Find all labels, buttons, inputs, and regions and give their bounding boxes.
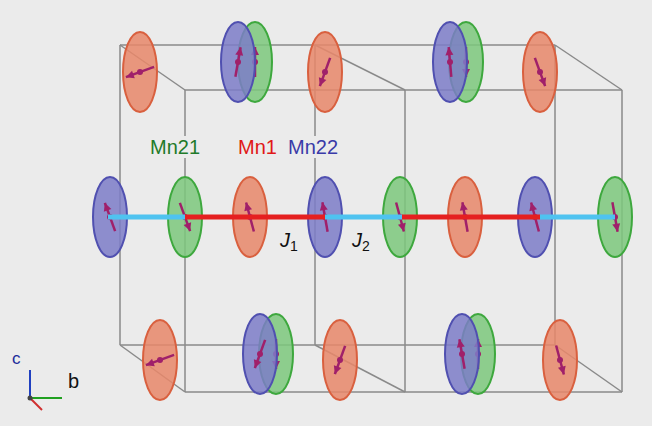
spin-arrowhead bbox=[460, 202, 468, 211]
spin-arrowhead bbox=[529, 203, 537, 212]
spin-arrowhead bbox=[558, 366, 566, 375]
mn-atom bbox=[235, 59, 241, 65]
spin-ellipse bbox=[123, 32, 157, 112]
spin-arrowhead bbox=[398, 223, 406, 232]
exchange-label: J2 bbox=[350, 229, 372, 255]
spin-arrowhead bbox=[612, 223, 620, 232]
exchange-label: J1 bbox=[278, 229, 300, 255]
mn-atom bbox=[557, 357, 563, 363]
spin-arrowhead bbox=[539, 77, 547, 86]
spin-arrowhead bbox=[126, 71, 135, 79]
spin-ellipse bbox=[543, 320, 577, 400]
spin-ellipse bbox=[308, 32, 342, 112]
mn-atom bbox=[157, 357, 163, 363]
spin-arrowhead bbox=[235, 47, 243, 56]
spin-arrowhead bbox=[334, 365, 342, 374]
axis-label: b bbox=[66, 370, 81, 392]
mn-atom bbox=[337, 357, 343, 363]
spin-arrowhead bbox=[184, 222, 192, 231]
site-label: Mn22 bbox=[286, 136, 340, 158]
spin-ellipse bbox=[433, 22, 467, 102]
mn-atom bbox=[447, 59, 453, 65]
site-label: Mn1 bbox=[236, 136, 279, 158]
spin-ellipse bbox=[221, 22, 255, 102]
mn-atom bbox=[257, 351, 263, 357]
mn-atom bbox=[137, 69, 143, 75]
axis-label: c bbox=[10, 350, 23, 369]
spin-arrowhead bbox=[320, 202, 328, 211]
spin-arrowhead bbox=[146, 359, 155, 367]
axis-triad bbox=[28, 370, 63, 410]
spin-arrowhead bbox=[254, 359, 262, 368]
exchange-chain bbox=[108, 215, 615, 220]
spin-arrowhead bbox=[457, 339, 465, 348]
spin-arrowhead bbox=[319, 77, 327, 86]
mn-atom bbox=[537, 69, 543, 75]
spin-arrowhead bbox=[445, 47, 453, 55]
spin-arrowhead bbox=[104, 203, 112, 212]
mn-atom bbox=[322, 69, 328, 75]
spin-ellipses bbox=[93, 22, 632, 400]
spin-arrowhead bbox=[244, 203, 252, 212]
spin-ellipse bbox=[143, 320, 177, 400]
spin-ellipse bbox=[323, 320, 357, 400]
spin-ellipse bbox=[243, 314, 277, 394]
spin-ellipse bbox=[445, 314, 479, 394]
site-label: Mn21 bbox=[148, 136, 202, 158]
mn-atom bbox=[459, 351, 465, 357]
spin-ellipse bbox=[523, 32, 557, 112]
